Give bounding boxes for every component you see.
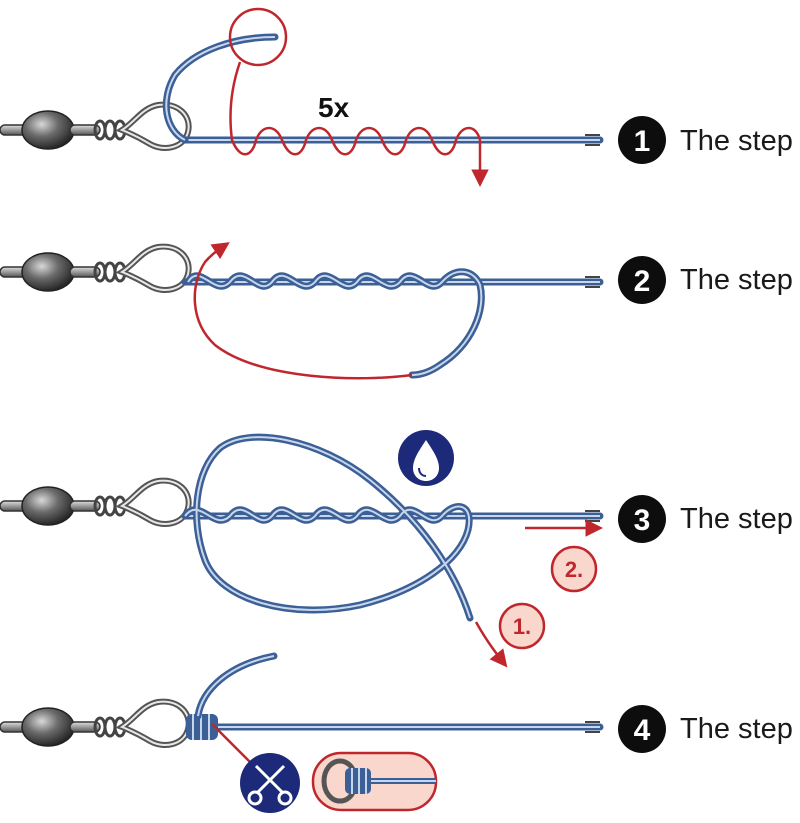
step-4-illustration <box>0 652 604 813</box>
step-2-number: 2 <box>634 265 651 298</box>
tag-end-1 <box>162 33 279 144</box>
wrapped-tag-2-highlight <box>187 270 483 376</box>
step-3-badge <box>618 495 666 543</box>
step-1-header: 1 The step <box>618 116 793 164</box>
knot-loop-3-highlight <box>184 436 471 619</box>
swivel-1 <box>0 105 189 149</box>
step-1-badge <box>618 116 666 164</box>
swivel-3 <box>0 481 189 525</box>
step-3-label: The step <box>680 503 793 535</box>
water-drop-icon <box>398 430 454 486</box>
pull-order-badge-1: 1. <box>498 602 546 650</box>
pull-arrow-tag <box>474 621 508 668</box>
main-line-4 <box>206 721 604 733</box>
tag-end-4 <box>194 652 278 720</box>
wrapped-tag-2 <box>184 268 485 379</box>
tightened-knot <box>186 714 218 740</box>
wrap-count-label: 5x <box>318 92 350 123</box>
step-3-number: 3 <box>634 504 651 537</box>
scissors-icon <box>240 753 300 813</box>
tag-end-highlight-circle <box>228 7 288 67</box>
return-direction-arrow-2 <box>193 242 413 380</box>
swivel-4 <box>0 702 189 746</box>
step-1-number: 1 <box>634 125 651 158</box>
step-4-header: 4 The step <box>618 705 793 753</box>
pull-order-badge-2: 2. <box>550 545 598 593</box>
pull-order-1-label: 1. <box>513 614 531 639</box>
step-3-illustration: 1. 2. <box>0 430 604 668</box>
step-2-illustration <box>0 242 604 380</box>
main-line-1 <box>181 134 604 146</box>
swivel-2 <box>0 247 189 291</box>
step-2-badge <box>618 256 666 304</box>
step-2-header: 2 The step <box>618 256 793 304</box>
step-2-label: The step <box>680 264 793 296</box>
step-4-badge <box>618 705 666 753</box>
wrap-direction-arrow-1 <box>229 61 489 187</box>
step-4-number: 4 <box>634 714 651 747</box>
pull-order-2-label: 2. <box>565 557 583 582</box>
step-3-header: 3 The step <box>618 495 793 543</box>
knot-closeup-inset <box>311 751 438 812</box>
step-1-label: The step <box>680 125 793 157</box>
step-4-label: The step <box>680 713 793 745</box>
step-1-illustration: 5x <box>0 7 604 187</box>
